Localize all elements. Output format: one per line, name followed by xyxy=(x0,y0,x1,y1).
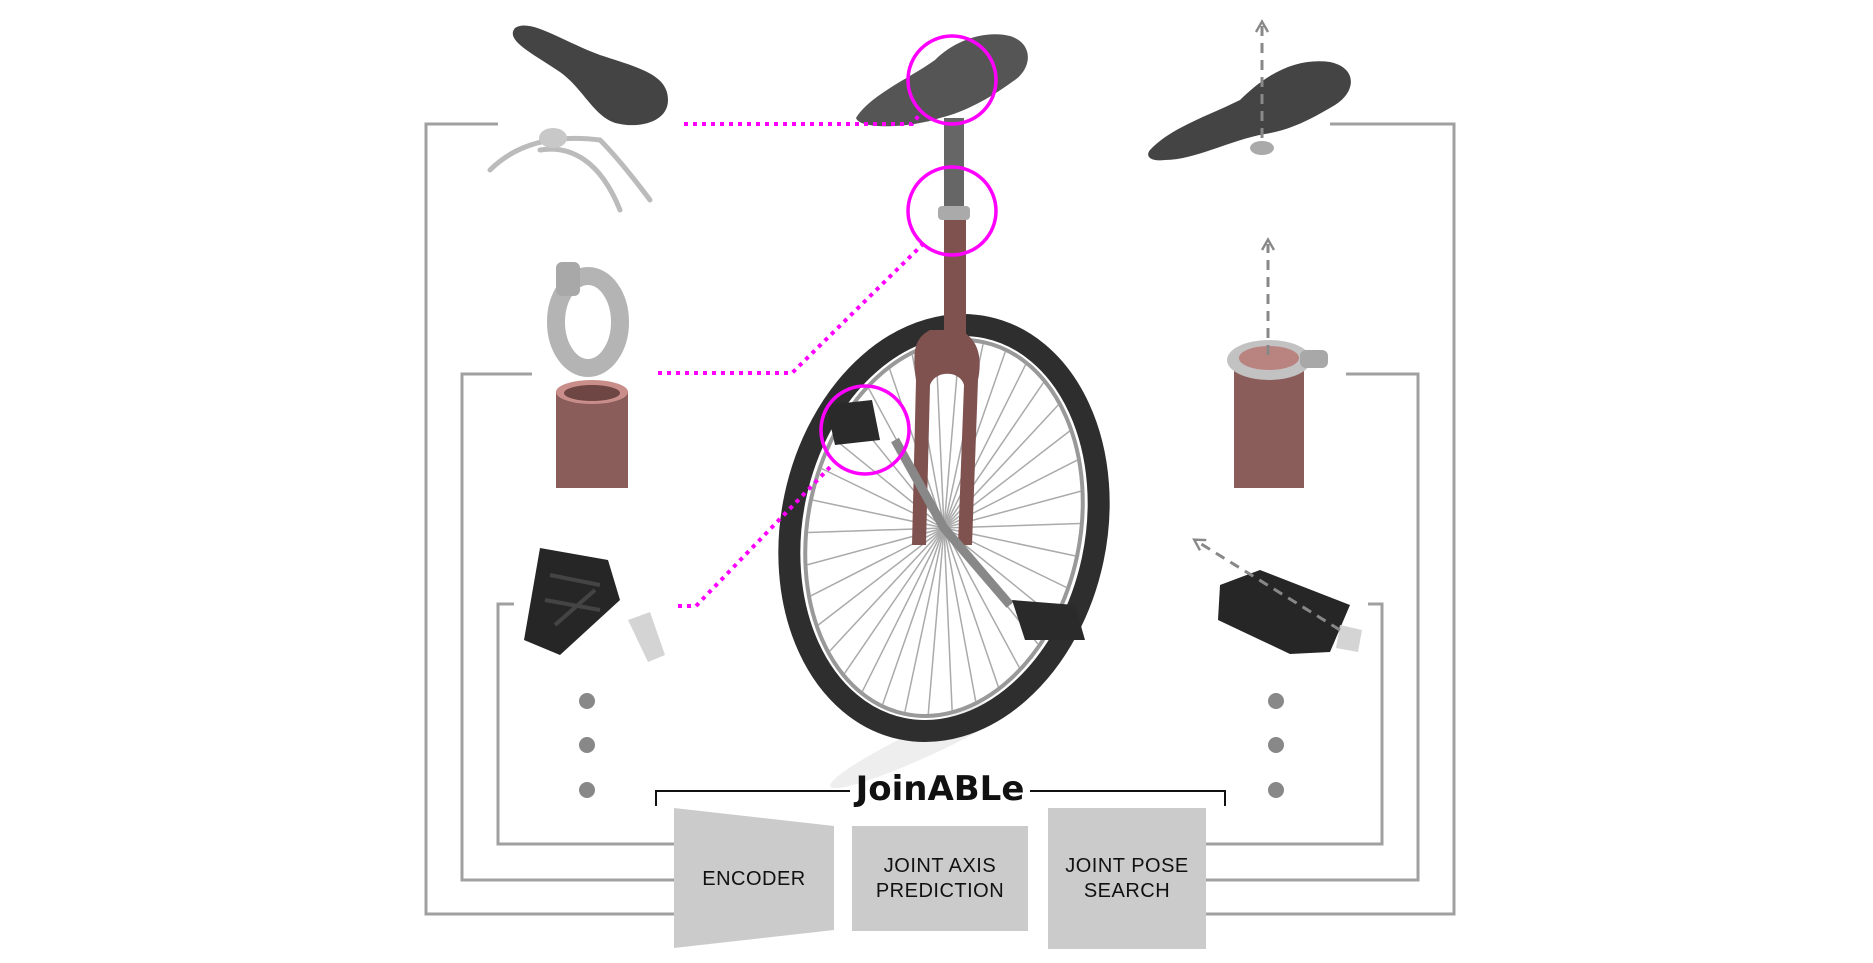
wheel-spoke xyxy=(861,527,945,692)
unicycle-crank xyxy=(891,437,1014,608)
joinable-bracket xyxy=(655,790,1226,806)
joint-pose-label-line1: JOINT POSE xyxy=(1065,855,1189,877)
joint-pose-search-block: JOINT POSE SEARCH xyxy=(1048,808,1206,949)
connector-tube-left xyxy=(460,372,674,882)
connector-pedal-left xyxy=(496,602,674,846)
wheel-spoke xyxy=(943,527,1000,688)
part-seat-tube-left xyxy=(556,380,628,488)
wheel-spoke xyxy=(943,527,1020,668)
unicycle-pedal-right xyxy=(1012,600,1085,640)
encoder-block: ENCODER xyxy=(674,808,834,948)
joint-pose-label-line2: SEARCH xyxy=(1084,880,1170,902)
joint-axis-prediction-block: JOINT AXIS PREDICTION xyxy=(852,826,1028,931)
joint-axis-label-line1: JOINT AXIS xyxy=(884,855,996,877)
wheel-spoke xyxy=(943,527,953,711)
part-pedal-right xyxy=(1192,538,1362,654)
connector-tube-right xyxy=(1206,372,1420,882)
unicycle-tire xyxy=(778,314,1110,742)
joint-link-pedal xyxy=(678,463,834,608)
connector-pedal-right xyxy=(1206,602,1384,846)
connector-saddle-right xyxy=(1206,122,1456,916)
unicycle-seat-clamp xyxy=(938,206,970,220)
part-seat-clamp-left xyxy=(547,262,629,377)
connector-saddle-left xyxy=(424,122,674,916)
unicycle-rim xyxy=(803,338,1085,718)
joint-link-saddle xyxy=(684,112,922,126)
part-saddle-right xyxy=(1148,19,1351,161)
part-pedal-left xyxy=(524,548,665,662)
wheel-spoke xyxy=(843,527,945,674)
assembled-unicycle xyxy=(778,34,1110,789)
pose-arrow-pedal xyxy=(1192,538,1341,632)
joinable-title: JoinABLe xyxy=(854,769,1025,809)
wheel-spoke xyxy=(943,364,1027,529)
joint-highlights xyxy=(658,34,998,608)
part-tube-clamp-right xyxy=(1227,237,1328,488)
unicycle-saddle xyxy=(856,34,1028,127)
unicycle-fork xyxy=(912,330,980,545)
wheel-spoke xyxy=(943,527,977,702)
wheel-spoke xyxy=(927,527,945,714)
more-parts-dots-left xyxy=(579,693,595,798)
joint-circle-pedal xyxy=(819,384,911,476)
more-parts-dots-right xyxy=(1268,693,1284,798)
joint-circle-clamp xyxy=(906,165,998,257)
unicycle-seat-tube xyxy=(944,216,966,336)
connector-lines xyxy=(424,122,1456,916)
unicycle-pedal-left xyxy=(826,400,880,445)
wheel-spoke xyxy=(829,527,945,652)
joint-circle-saddle xyxy=(906,34,998,126)
joint-axis-label-line2: PREDICTION xyxy=(876,880,1004,902)
wheel-spoke xyxy=(904,527,945,713)
wheel-spoke xyxy=(882,527,945,705)
encoder-label: ENCODER xyxy=(702,868,806,890)
part-saddle-left xyxy=(487,25,668,213)
